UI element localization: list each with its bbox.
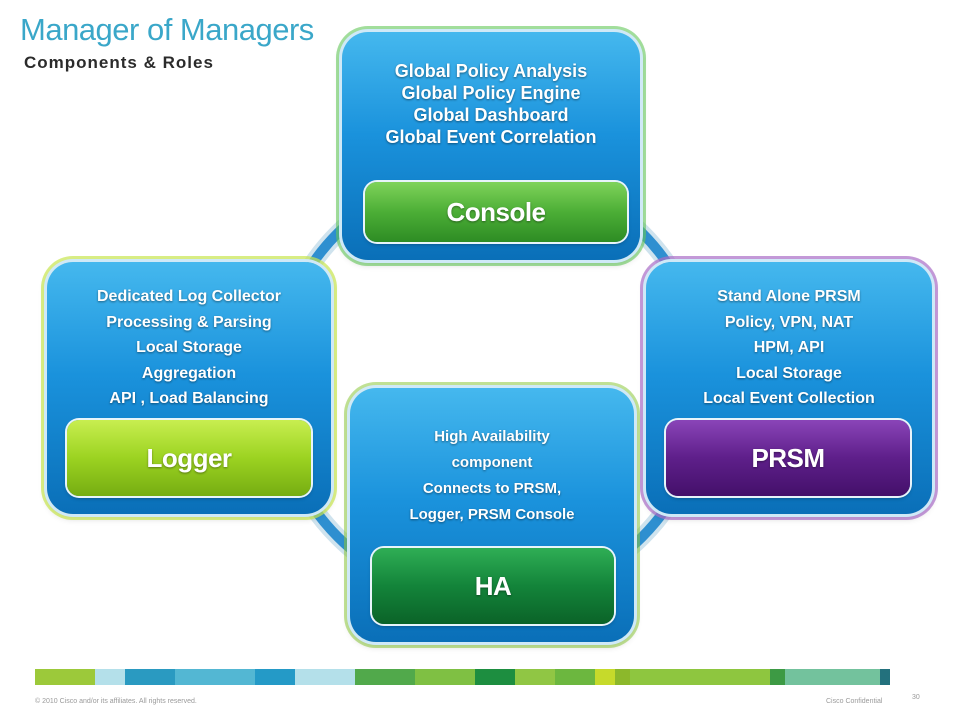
prsm-role: Policy, VPN, NAT [724,313,854,331]
prsm-role: Local Event Collection [703,390,875,407]
footer-color-bar [35,669,925,685]
logger-label[interactable]: Logger [67,420,311,496]
console-role: Global Dashboard [413,105,569,125]
logger-roles: Dedicated Log Collector Processing & Par… [47,284,331,412]
logger-role: API , Load Balancing [109,390,269,407]
ha-card: High Availability component Connects to … [350,388,634,642]
logger-role: Processing & Parsing [106,313,272,331]
prsm-role: HPM, API [753,339,825,356]
page-title: Manager of Managers [20,12,314,47]
ha-role: Connects to PRSM, [422,480,562,497]
page-subtitle: Components & Roles [24,53,214,72]
ha-role: component [451,454,533,471]
console-role: Global Policy Engine [401,83,581,103]
console-role: Global Event Correlation [385,127,597,147]
ha-role: High Availability [434,428,550,445]
page-number: 30 [912,694,920,701]
console-role: Global Policy Analysis [394,61,588,81]
ha-label[interactable]: HA [372,548,614,624]
logger-card: Dedicated Log Collector Processing & Par… [47,262,331,514]
logger-role: Local Storage [136,339,242,356]
console-roles: Global Policy Analysis Global Policy Eng… [342,60,640,148]
console-label[interactable]: Console [365,182,627,242]
logger-role: Dedicated Log Collector [96,288,282,305]
prsm-role: Local Storage [736,364,842,382]
prsm-roles: Stand Alone PRSM Policy, VPN, NAT HPM, A… [646,284,932,412]
logger-role: Aggregation [141,364,237,382]
prsm-card: Stand Alone PRSM Policy, VPN, NAT HPM, A… [646,262,932,514]
confidential-label: Cisco Confidential [826,698,883,705]
copyright-text: © 2010 Cisco and/or its affiliates. All … [35,698,197,705]
prsm-role: Stand Alone PRSM [717,288,861,305]
ha-roles: High Availability component Connects to … [350,424,634,528]
console-card: Global Policy Analysis Global Policy Eng… [342,32,640,260]
ha-role: Logger, PRSM Console [409,506,575,523]
prsm-label[interactable]: PRSM [666,420,910,496]
